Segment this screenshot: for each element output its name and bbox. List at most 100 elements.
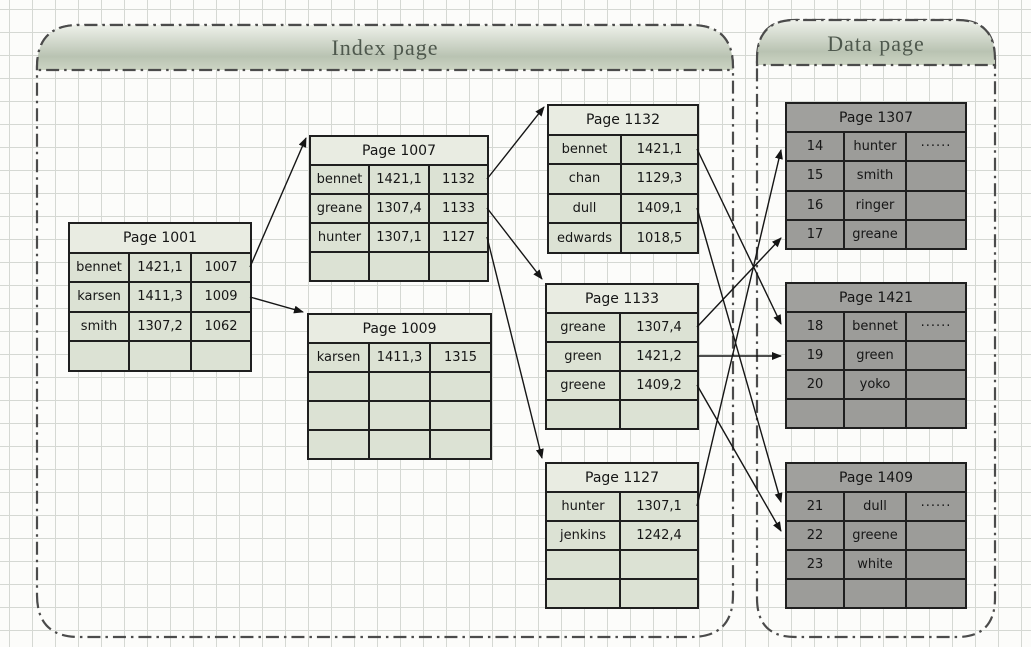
arrow-page1007-greane-to-page1133 — [486, 207, 543, 280]
table-cell-empty — [905, 369, 967, 400]
table-cell: 1421,1 — [368, 164, 430, 195]
arrow-page1001-bennet-to-page1007 — [249, 137, 307, 268]
table-cell-empty — [368, 251, 430, 282]
table-cell-empty — [368, 429, 431, 460]
table-row — [68, 340, 252, 372]
table-cell-empty — [905, 520, 967, 551]
table-cell: 1307,4 — [368, 193, 430, 224]
table-cell-empty — [429, 429, 492, 460]
arrow-page1007-bennet-to-page1132 — [486, 106, 545, 180]
arrow-page1132-dull-to-page1409-row21 — [696, 207, 783, 503]
table-cell: 1307,1 — [618, 491, 700, 522]
table-row — [785, 578, 967, 609]
table-cell: bennet — [547, 133, 622, 166]
table-cell: hunter — [843, 131, 907, 163]
table-cell-empty — [843, 578, 907, 609]
table-cell: yoko — [843, 369, 907, 400]
table-row — [307, 400, 492, 431]
table-cell-empty — [368, 400, 431, 431]
table-cell: karsen — [307, 342, 370, 373]
table-cell: 1132 — [428, 164, 489, 195]
table-cell-empty — [905, 340, 967, 371]
table-cell: 14 — [785, 131, 845, 163]
table-cell-empty — [905, 398, 967, 429]
table-cell: 1307,1 — [368, 222, 430, 253]
data-page-banner-title: Data page — [827, 31, 925, 56]
table-cell-empty — [618, 549, 700, 580]
table-cell: greane — [545, 312, 621, 343]
table-cell: 1421,2 — [618, 341, 700, 372]
table-cell-empty — [785, 578, 845, 609]
table-cell-empty — [905, 578, 967, 609]
page-table-title: Page 1133 — [544, 283, 700, 314]
table-cell: 1127 — [428, 222, 489, 253]
table-cell: ······ — [905, 491, 967, 522]
table-cell: ······ — [905, 131, 967, 163]
table-cell: greane — [309, 193, 370, 224]
table-cell: 1421,1 — [128, 251, 192, 284]
table-cell: 1411,3 — [368, 342, 431, 373]
table-cell: smith — [843, 160, 907, 192]
index-page-banner-title: Index page — [331, 35, 439, 60]
arrow-page1127-hunter-to-page1307-row14 — [696, 149, 783, 507]
table-cell: 22 — [785, 520, 845, 551]
table-cell: 1009 — [190, 281, 252, 313]
page-table-title: Page 1132 — [546, 104, 700, 136]
table-cell: 15 — [785, 160, 845, 192]
page-table-title: Page 1421 — [785, 282, 967, 313]
table-cell-empty — [429, 400, 492, 431]
table-cell-empty — [905, 189, 967, 221]
table-cell: ······ — [905, 311, 967, 342]
table-row — [309, 251, 489, 282]
table-cell: greene — [843, 520, 907, 551]
table-cell-empty — [307, 371, 370, 402]
table-cell: dull — [843, 491, 907, 522]
table-cell: greane — [843, 218, 907, 250]
table-cell: karsen — [68, 281, 130, 313]
table-row — [545, 399, 700, 430]
table-row — [307, 371, 492, 402]
arrow-page1132-bennet-to-page1421-row18 — [696, 148, 782, 325]
page-table-title: Page 1127 — [544, 462, 700, 493]
table-cell: 1018,5 — [619, 222, 700, 254]
table-cell: 1315 — [429, 342, 492, 373]
table-cell: 1242,4 — [618, 520, 700, 551]
table-cell: 1007 — [190, 251, 252, 284]
table-cell-empty — [307, 400, 370, 431]
table-cell: chan — [547, 163, 622, 195]
table-cell: 1062 — [190, 310, 252, 343]
table-cell: hunter — [309, 222, 370, 253]
table-cell: 23 — [785, 549, 845, 580]
table-cell-empty — [545, 399, 621, 430]
page-table-title: Page 1009 — [307, 313, 492, 344]
table-cell: white — [843, 549, 907, 580]
table-cell: 17 — [785, 218, 845, 250]
table-row — [307, 429, 492, 460]
page-table-title: Page 1409 — [785, 462, 967, 493]
table-cell-empty — [429, 371, 492, 402]
